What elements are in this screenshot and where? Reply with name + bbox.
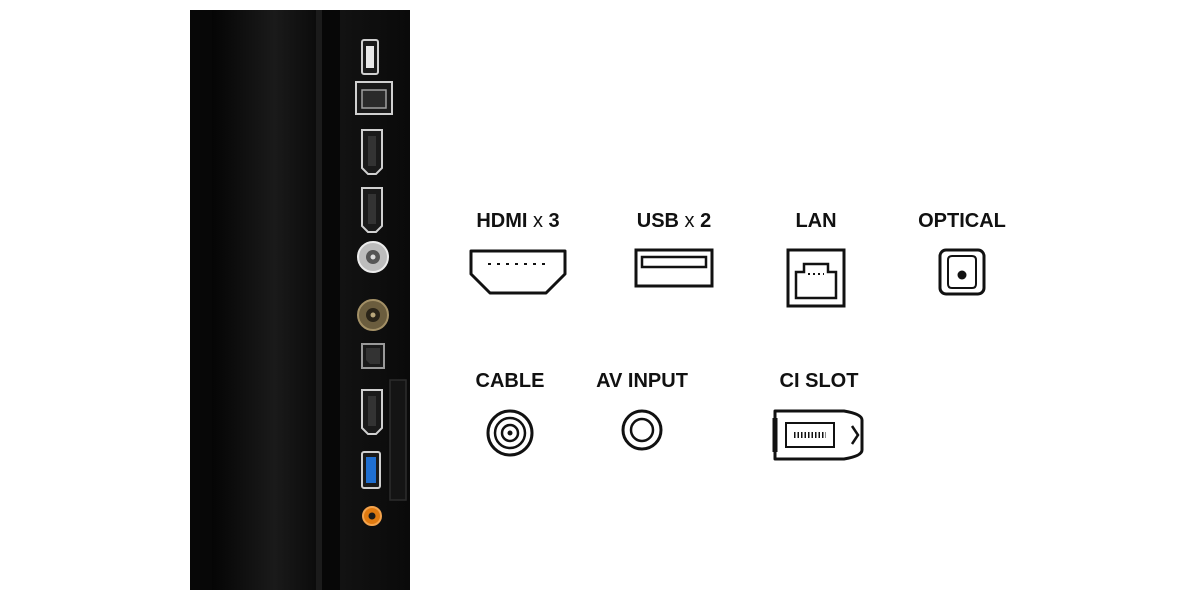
panel-usb-port-2 [361,451,381,489]
port-optical: OPTICAL [892,208,1032,296]
port-usb: USB x 2 [604,208,744,288]
port-hdmi-mult: x [532,210,543,232]
port-usb-count: 2 [700,210,712,232]
port-lan-label: LAN [795,210,837,232]
port-usb-mult: x [684,210,695,232]
panel-hdmi-port-3 [361,389,383,435]
hdmi-icon [469,249,567,295]
panel-hdmi-port-1 [361,129,383,175]
usb-icon [634,248,714,288]
port-cable-label: CABLE [475,370,545,392]
panel-lan-port [355,81,393,115]
ci-slot-icon [772,409,864,461]
panel-usb-port-1 [361,39,379,75]
optical-icon [938,248,986,296]
port-hdmi: HDMI x 3 [448,208,588,296]
port-ci-slot: CI SLOT [749,368,889,462]
panel-av-input-port [362,506,382,526]
panel-coax-port-1 [357,241,389,273]
panel-coax-port-2 [357,299,389,331]
cable-icon [486,409,534,457]
port-usb-name: USB [636,210,679,232]
port-ci-slot-label: CI SLOT [779,370,859,392]
panel-optical-port [361,343,385,369]
port-hdmi-count: 3 [548,210,560,232]
port-av-input: AV INPUT [572,368,712,452]
av-input-icon [621,409,663,451]
port-av-input-label: AV INPUT [596,370,688,392]
port-cable: CABLE [440,368,580,458]
port-usb-label: USB x 2 [637,208,711,234]
port-optical-label: OPTICAL [918,210,1006,232]
port-hdmi-name: HDMI [476,210,528,232]
panel-ci-slot [389,379,407,501]
panel-hdmi-port-2 [361,187,383,233]
lan-icon [786,248,846,308]
port-lan: LAN [746,208,886,308]
tv-back-panel [190,10,410,590]
tv-panel-illustration [190,10,410,590]
port-hdmi-label: HDMI x 3 [476,208,559,234]
